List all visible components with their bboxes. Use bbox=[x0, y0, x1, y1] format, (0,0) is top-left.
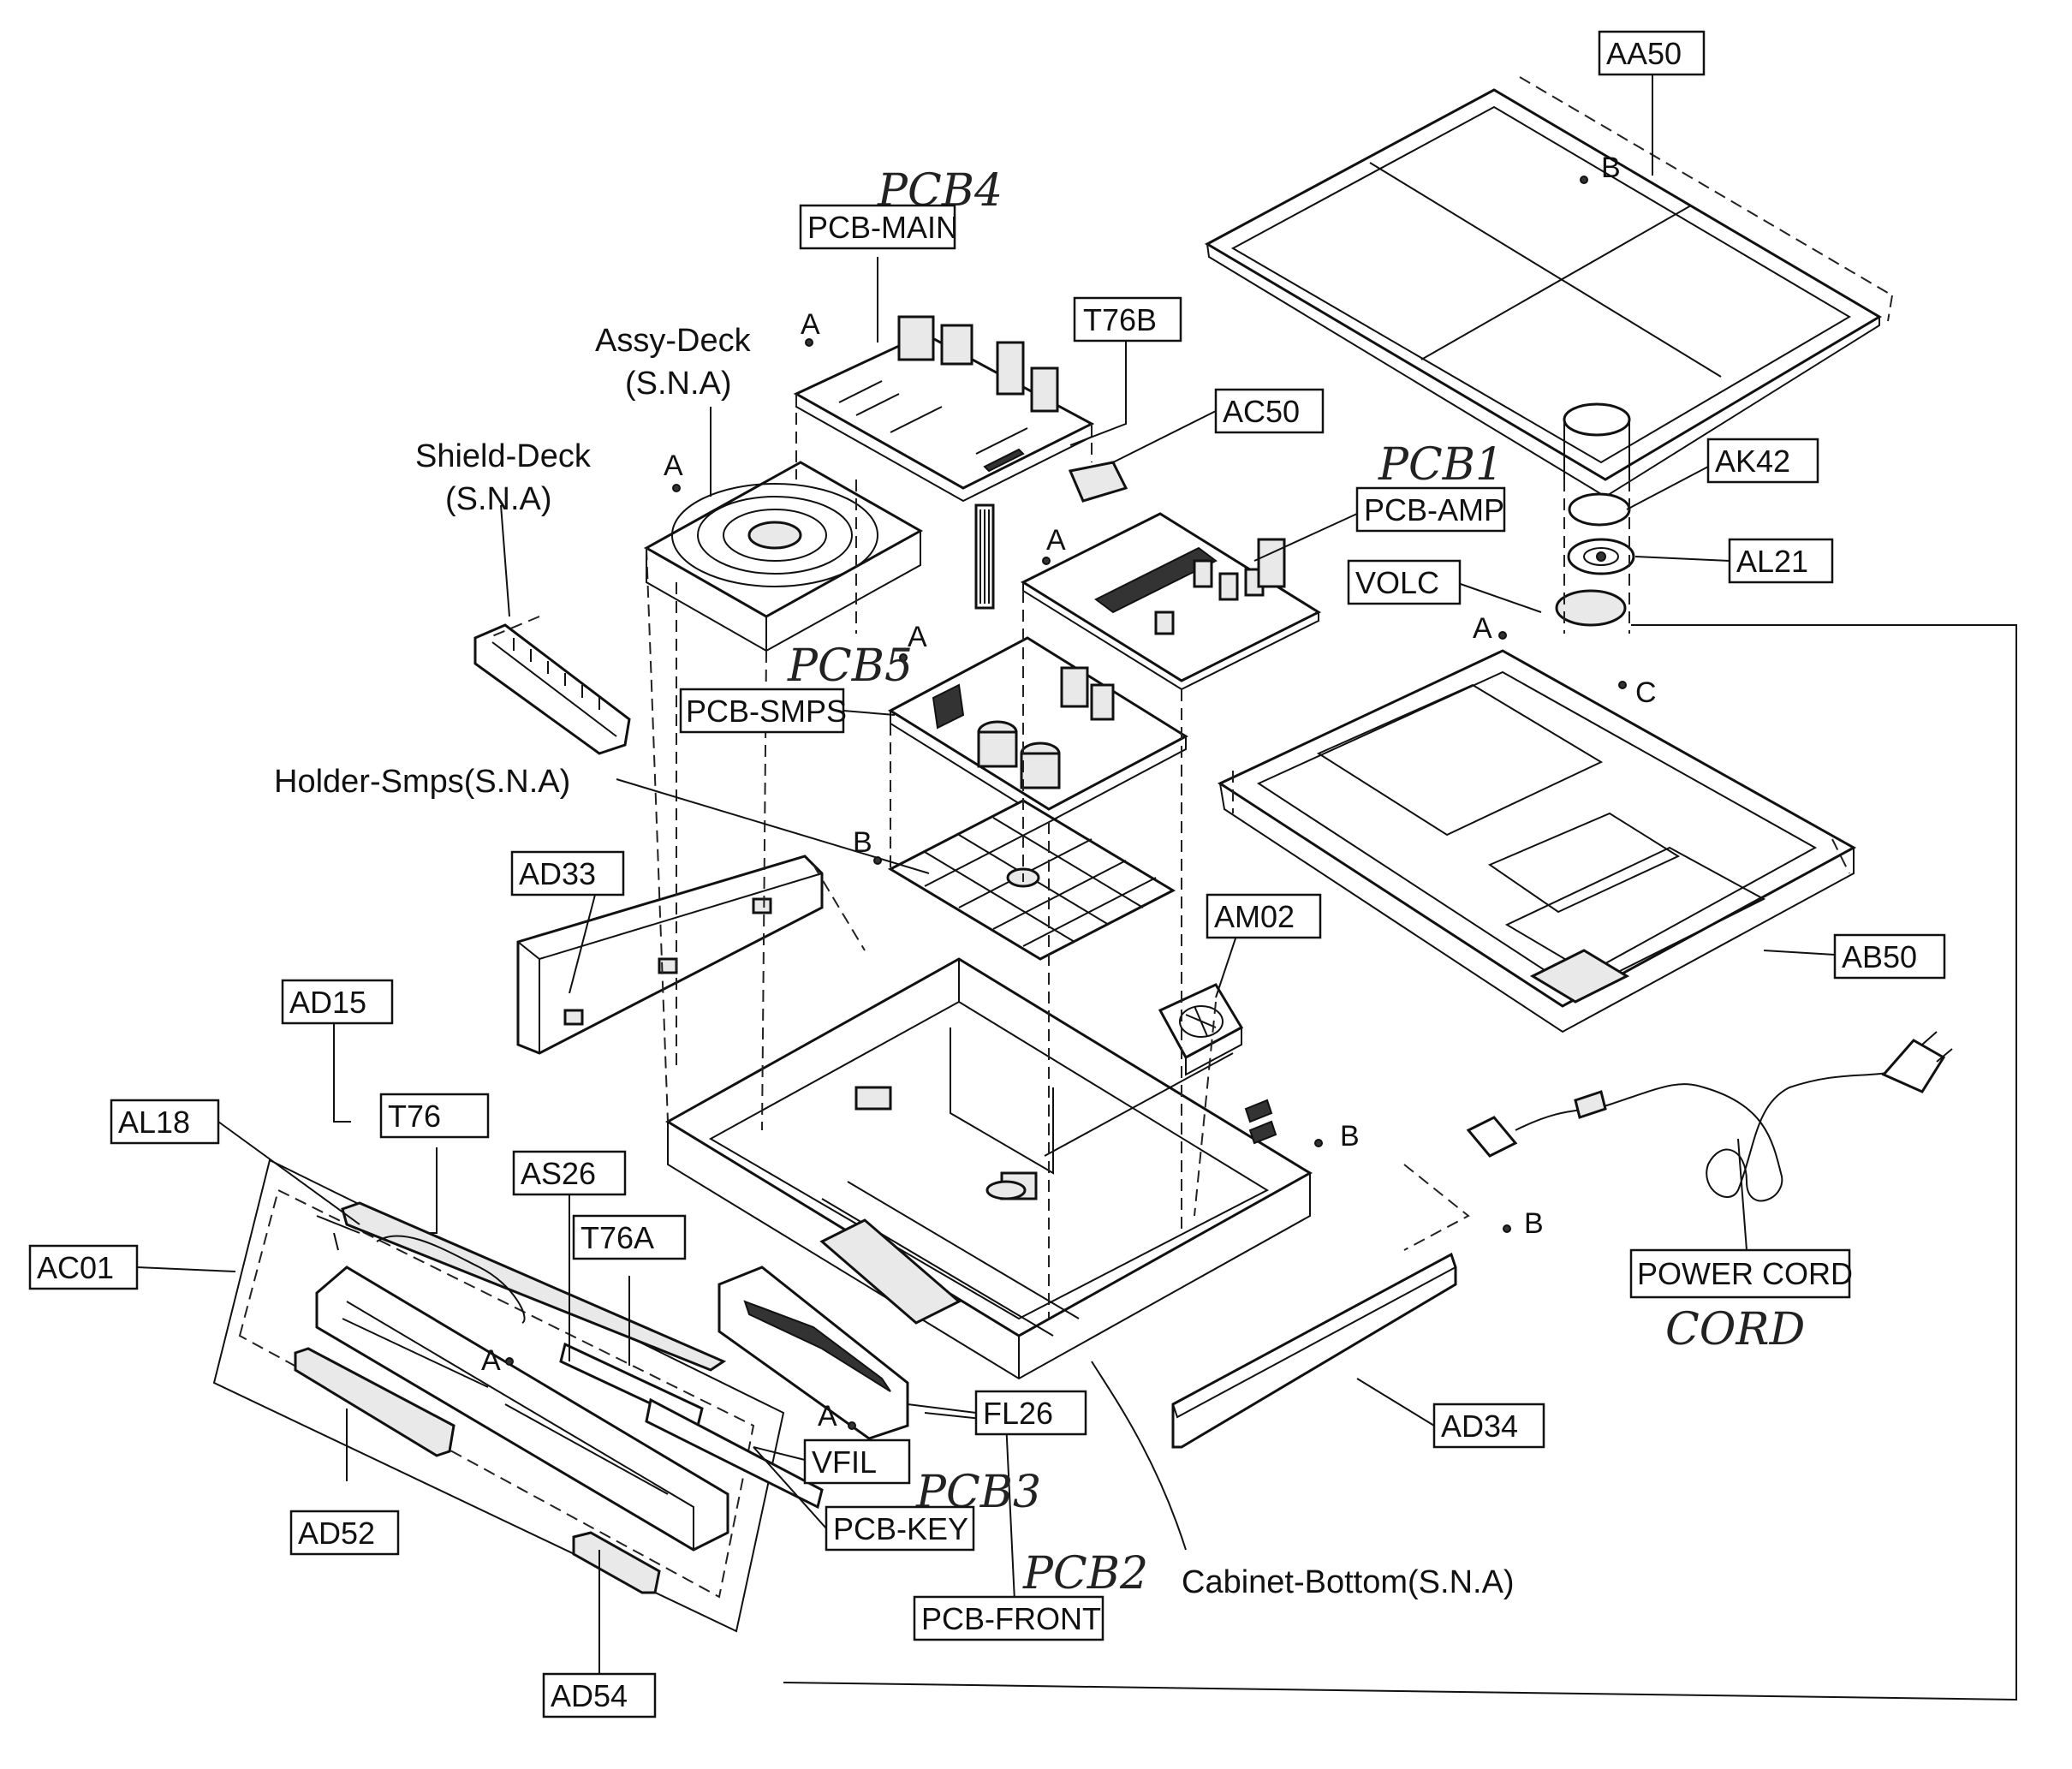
callout-ad15[interactable]: AD15 bbox=[281, 979, 394, 1025]
svg-text:AM02: AM02 bbox=[1214, 899, 1295, 934]
callout-volc[interactable]: VOLC bbox=[1347, 559, 1462, 605]
callout-am02[interactable]: AM02 bbox=[1206, 893, 1322, 939]
leader-lines bbox=[136, 73, 1836, 1674]
callout-pcb-amp[interactable]: PCB-AMP bbox=[1355, 486, 1506, 533]
svg-text:PCB-SMPS: PCB-SMPS bbox=[686, 694, 847, 729]
svg-text:T76B: T76B bbox=[1083, 302, 1157, 337]
holder-smps bbox=[887, 799, 1176, 961]
pcb-main-board bbox=[793, 315, 1095, 503]
svg-text:VOLC: VOLC bbox=[1355, 565, 1439, 600]
callout-pcb-front[interactable]: PCB-FRONT bbox=[913, 1595, 1104, 1641]
bottom-plate-ab50 bbox=[1217, 649, 1857, 1033]
note-pcb1: PCB1 bbox=[1378, 439, 1503, 491]
svg-text:AB50: AB50 bbox=[1842, 939, 1917, 974]
callout-as26[interactable]: AS26 bbox=[512, 1150, 627, 1196]
screw-ref-a-smps: A bbox=[908, 621, 927, 653]
screw-ref-a-pcb-front: A bbox=[818, 1400, 837, 1432]
screw-ref-a-deck: A bbox=[664, 450, 683, 482]
svg-text:AD54: AD54 bbox=[551, 1678, 628, 1713]
note-pcb2: PCB2 bbox=[1022, 1548, 1148, 1599]
fan-am02 bbox=[1158, 983, 1244, 1076]
svg-text:AS26: AS26 bbox=[521, 1156, 596, 1191]
bracket-ad33 bbox=[516, 855, 824, 1055]
svg-text:AD52: AD52 bbox=[298, 1516, 375, 1551]
callout-ak42[interactable]: AK42 bbox=[1706, 438, 1819, 484]
svg-text:T76A: T76A bbox=[581, 1220, 654, 1255]
callout-ad34[interactable]: AD34 bbox=[1432, 1403, 1545, 1449]
svg-text:POWER CORD: POWER CORD bbox=[1637, 1256, 1853, 1291]
label-holder-smps: Holder-Smps(S.N.A) bbox=[274, 764, 570, 800]
callout-al21[interactable]: AL21 bbox=[1728, 538, 1834, 584]
label-shield-deck-sna: (S.N.A) bbox=[445, 481, 552, 517]
pcb-front-board bbox=[717, 1218, 962, 1440]
label-assy-deck: Assy-Deck bbox=[595, 323, 752, 359]
callout-t76a[interactable]: T76A bbox=[572, 1214, 687, 1260]
callout-vfil[interactable]: VFIL bbox=[803, 1438, 911, 1485]
panel-ad34 bbox=[1171, 1252, 1457, 1449]
note-cord: CORD bbox=[1665, 1304, 1805, 1355]
shield-deck bbox=[473, 623, 631, 755]
svg-text:AK42: AK42 bbox=[1715, 444, 1790, 479]
power-cord bbox=[1466, 1031, 1953, 1202]
top-cover-aa50 bbox=[1204, 76, 1893, 498]
screw-ref-b-cabinet: B bbox=[1340, 1120, 1360, 1153]
pcb-smps-board bbox=[887, 636, 1189, 824]
callout-pcb-smps[interactable]: PCB-SMPS bbox=[679, 688, 847, 734]
screw-ref-a-amp: A bbox=[1046, 524, 1066, 557]
callout-ac01[interactable]: AC01 bbox=[28, 1244, 139, 1290]
svg-text:AD15: AD15 bbox=[289, 985, 366, 1020]
screw-ref-a-front: A bbox=[481, 1344, 501, 1377]
screw-ref-b-ad34: B bbox=[1524, 1207, 1544, 1240]
note-pcb5: PCB5 bbox=[787, 640, 913, 692]
svg-text:VFIL: VFIL bbox=[812, 1444, 877, 1480]
callout-al18[interactable]: AL18 bbox=[110, 1099, 220, 1145]
label-assy-deck-sna: (S.N.A) bbox=[625, 366, 732, 402]
label-cabinet-bottom: Cabinet-Bottom(S.N.A) bbox=[1182, 1564, 1515, 1600]
screw-ref-b-top: B bbox=[1601, 152, 1621, 184]
svg-text:PCB-MAIN: PCB-MAIN bbox=[807, 210, 958, 245]
screw-ref-a-bottom: A bbox=[1473, 612, 1492, 645]
callout-ab50[interactable]: AB50 bbox=[1833, 933, 1946, 980]
callout-ad52[interactable]: AD52 bbox=[289, 1510, 400, 1556]
screw-references: B A A A A A C B B B A A bbox=[481, 152, 1657, 1432]
screw-ref-c: C bbox=[1635, 676, 1657, 709]
svg-text:FL26: FL26 bbox=[983, 1396, 1053, 1431]
label-shield-deck: Shield-Deck bbox=[415, 438, 592, 474]
callout-fl26[interactable]: FL26 bbox=[974, 1390, 1087, 1436]
callout-ac50[interactable]: AC50 bbox=[1214, 388, 1325, 434]
svg-text:AC50: AC50 bbox=[1223, 394, 1300, 429]
svg-text:AC01: AC01 bbox=[37, 1250, 114, 1285]
svg-text:AD33: AD33 bbox=[519, 856, 596, 891]
front-panel-assembly bbox=[212, 1158, 824, 1633]
svg-text:PCB-KEY: PCB-KEY bbox=[833, 1511, 968, 1546]
callout-aa50[interactable]: AA50 bbox=[1598, 30, 1706, 76]
svg-text:PCB-FRONT: PCB-FRONT bbox=[921, 1601, 1101, 1636]
svg-text:AA50: AA50 bbox=[1606, 36, 1682, 71]
svg-text:T76: T76 bbox=[388, 1099, 441, 1134]
callout-pcb-key[interactable]: PCB-KEY bbox=[825, 1505, 975, 1552]
callout-t76b[interactable]: T76B bbox=[1073, 296, 1182, 342]
svg-text:AL21: AL21 bbox=[1736, 544, 1808, 579]
screw-ref-a-main: A bbox=[801, 308, 820, 341]
callout-power-cord[interactable]: POWER CORD bbox=[1629, 1248, 1853, 1299]
speaker-parts bbox=[1555, 479, 1635, 634]
callout-ad33[interactable]: AD33 bbox=[510, 850, 625, 896]
callout-ad54[interactable]: AD54 bbox=[542, 1672, 657, 1718]
callout-t76[interactable]: T76 bbox=[379, 1093, 490, 1139]
screw-ref-b-holder: B bbox=[853, 826, 872, 859]
svg-text:PCB-AMP: PCB-AMP bbox=[1364, 492, 1504, 527]
svg-text:AL18: AL18 bbox=[118, 1105, 190, 1140]
assy-deck bbox=[643, 461, 924, 652]
svg-text:AD34: AD34 bbox=[1441, 1409, 1518, 1444]
callout-pcb-main[interactable]: PCB-MAIN bbox=[799, 204, 958, 250]
